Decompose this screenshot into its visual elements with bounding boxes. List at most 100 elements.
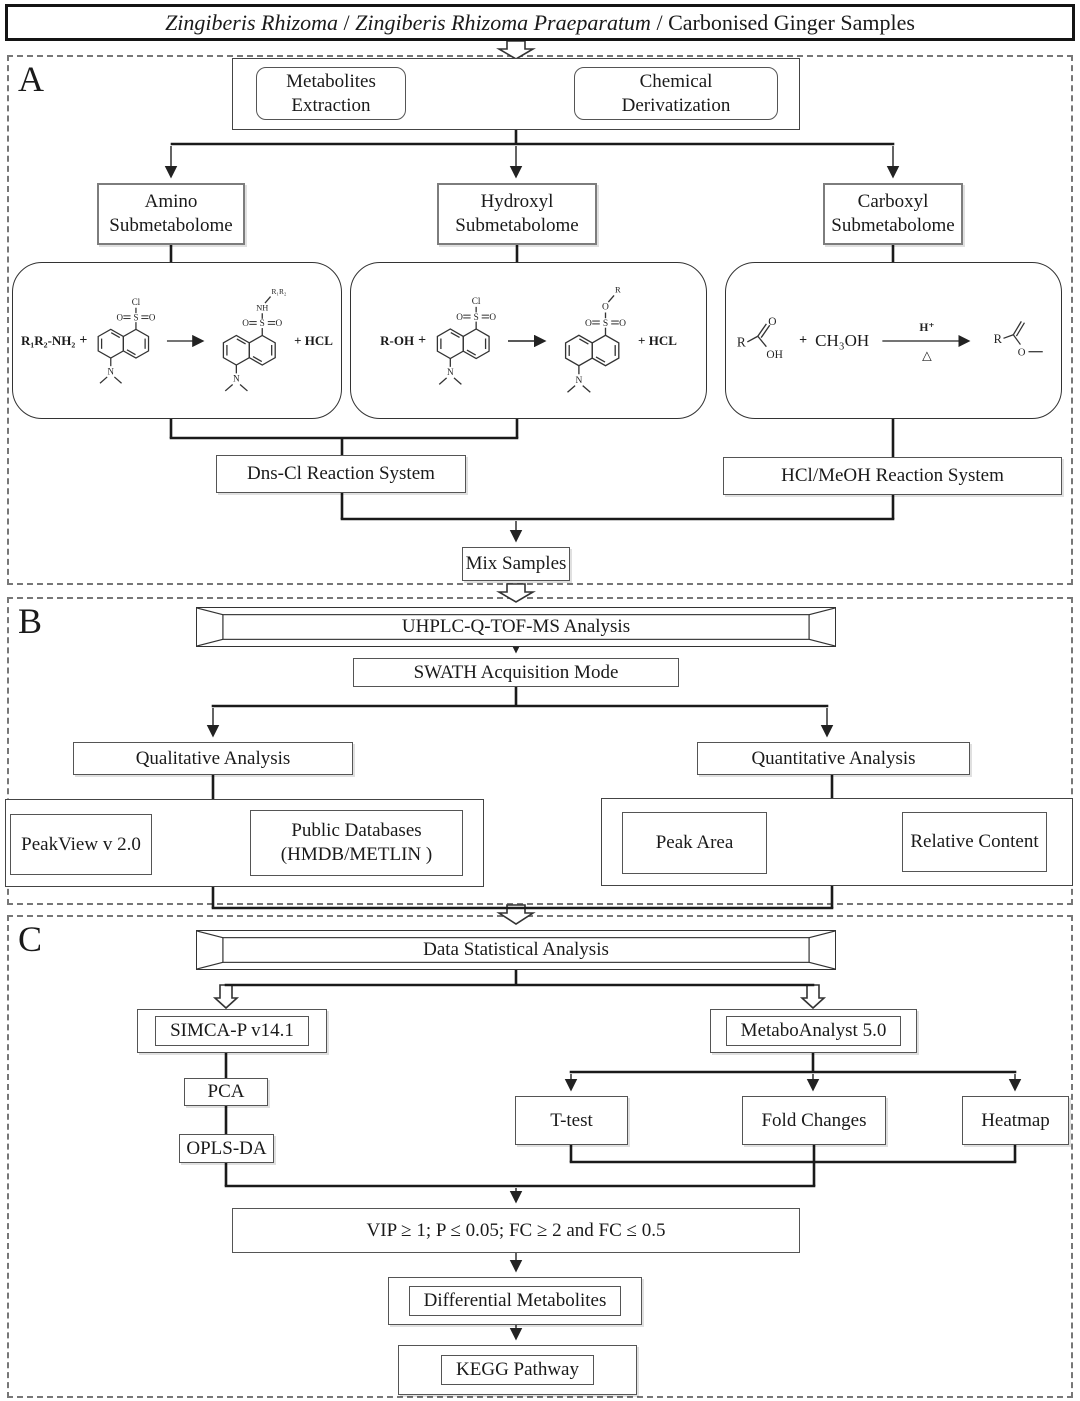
r-group: R bbox=[615, 284, 621, 294]
oxygen-atom: O bbox=[456, 311, 463, 321]
heatmap-label: Heatmap bbox=[981, 1109, 1050, 1131]
r-group: R bbox=[737, 334, 746, 349]
oxygen-atom: O bbox=[619, 318, 626, 328]
public-databases-box: Public Databases (HMDB/METLIN ) bbox=[250, 810, 463, 876]
peakview-box: PeakView v 2.0 bbox=[10, 814, 152, 875]
r-group: R bbox=[993, 331, 1002, 345]
simca-box: SIMCA-P v14.1 bbox=[137, 1009, 327, 1053]
dansyl-amide-structure: S O O NH R₁R₂ N bbox=[222, 286, 287, 391]
nitrogen-atom: N bbox=[447, 367, 454, 377]
methyl-ester-structure: R O bbox=[993, 320, 1043, 358]
data-statistical-analysis-banner: Data Statistical Analysis bbox=[196, 930, 836, 970]
dansyl-chloride-structure: S O O Cl N bbox=[97, 297, 156, 384]
title-latin-1: Zingiberis Rhizoma bbox=[165, 9, 339, 35]
pca-box: PCA bbox=[184, 1078, 268, 1106]
plus-sign: + bbox=[79, 332, 88, 348]
sulfur-atom: S bbox=[260, 319, 265, 329]
title-latin-2: Zingiberis Rhizoma Praeparatum bbox=[355, 9, 651, 35]
hcl-byproduct-label: + HCL bbox=[294, 332, 333, 348]
uhplc-analysis-banner: UHPLC-Q-TOF-MS Analysis bbox=[196, 607, 836, 647]
nh-group: NH bbox=[256, 303, 268, 312]
catalysed-reaction-arrow: H⁺ △ bbox=[882, 321, 971, 362]
t-test-label: T-test bbox=[550, 1109, 593, 1131]
amino-submetabolome-box: Amino Submetabolome bbox=[97, 183, 245, 245]
simca-label: SIMCA-P v14.1 bbox=[170, 1020, 294, 1041]
hcl-meoh-reaction-system-label: HCl/MeOH Reaction System bbox=[781, 465, 1004, 487]
nitrogen-atom: N bbox=[576, 375, 583, 385]
section-a-label: A bbox=[18, 59, 44, 99]
section-a-frame bbox=[7, 55, 1073, 585]
oxygen-atom: O bbox=[768, 315, 776, 327]
bevel-frame-decor bbox=[197, 931, 835, 969]
r-group: R₁R₂ bbox=[272, 286, 287, 295]
oxygen-atom: O bbox=[242, 319, 249, 329]
peak-area-box: Peak Area bbox=[622, 812, 767, 874]
reaction-arrow bbox=[167, 334, 205, 347]
chlorine-atom: Cl bbox=[132, 297, 141, 307]
mix-samples-label: Mix Samples bbox=[465, 553, 567, 575]
sulfur-atom: S bbox=[474, 311, 479, 321]
bevel-frame-decor bbox=[197, 608, 835, 646]
opls-da-box: OPLS-DA bbox=[179, 1134, 274, 1163]
qualitative-analysis-label: Qualitative Analysis bbox=[135, 747, 291, 769]
hydroxyl-reaction-box: R-OH + S O O Cl N S O O O R N + HCL bbox=[350, 262, 707, 419]
threshold-criteria-box: VIP ≥ 1; P ≤ 0.05; FC ≥ 2 and FC ≤ 0.5 bbox=[232, 1208, 800, 1253]
t-test-box: T-test bbox=[515, 1096, 628, 1145]
oxygen-atom: O bbox=[585, 318, 592, 328]
kegg-pathway-box: KEGG Pathway bbox=[398, 1345, 637, 1395]
relative-content-label: Relative Content bbox=[910, 831, 1039, 853]
oxygen-atom: O bbox=[602, 302, 609, 312]
oxygen-atom: O bbox=[276, 319, 283, 329]
hcl-byproduct-label: + HCL bbox=[638, 332, 677, 348]
title-plain: Carbonised Ginger Samples bbox=[668, 9, 915, 35]
dns-cl-reaction-system-box: Dns-Cl Reaction System bbox=[216, 455, 466, 493]
oxygen-atom: O bbox=[489, 311, 496, 321]
title-bar: Zingiberis Rhizoma / Zingiberis Rhizoma … bbox=[5, 4, 1075, 41]
public-databases-label: Public Databases bbox=[291, 820, 422, 842]
oxygen-atom: O bbox=[149, 312, 156, 322]
pca-label: PCA bbox=[207, 1081, 245, 1103]
plus-sign: + bbox=[418, 332, 427, 348]
dansyl-ester-structure: S O O O R N bbox=[564, 284, 626, 393]
hydroxyl-submetabolome-label: Hydroxyl Submetabolome bbox=[455, 191, 579, 236]
oxygen-atom: O bbox=[1017, 346, 1025, 358]
fold-changes-label: Fold Changes bbox=[761, 1109, 867, 1131]
carboxyl-submetabolome-box: Carboxyl Submetabolome bbox=[823, 183, 963, 245]
hydroxyl-group: OH bbox=[766, 349, 782, 361]
opls-da-label: OPLS-DA bbox=[186, 1137, 267, 1159]
nitrogen-atom: N bbox=[233, 374, 240, 384]
threshold-criteria-label: VIP ≥ 1; P ≤ 0.05; FC ≥ 2 and FC ≤ 0.5 bbox=[366, 1219, 666, 1241]
fold-changes-box: Fold Changes bbox=[742, 1096, 886, 1145]
amine-reactant-label: R₁R₂-NH₂ bbox=[21, 332, 76, 348]
metabolites-extraction-label: Metabolites Extraction bbox=[286, 70, 376, 116]
amino-reaction-box: R₁R₂-NH₂ + S O O Cl N S O O NH R₁R₂ N + … bbox=[12, 262, 342, 419]
title-separator: / bbox=[650, 9, 669, 35]
sulfur-atom: S bbox=[603, 318, 608, 328]
uhplc-analysis-label: UHPLC-Q-TOF-MS Analysis bbox=[401, 616, 631, 637]
methanol-label: CH₃OH bbox=[815, 330, 870, 350]
mix-samples-box: Mix Samples bbox=[462, 547, 570, 581]
dansyl-chloride-structure: S O O Cl N bbox=[436, 296, 496, 385]
reaction-arrow bbox=[508, 334, 547, 347]
carboxylic-acid-structure: R O OH bbox=[737, 315, 783, 361]
quantitative-analysis-box: Quantitative Analysis bbox=[697, 742, 970, 775]
section-b-frame bbox=[7, 597, 1073, 905]
alcohol-reactant-label: R-OH bbox=[380, 332, 415, 348]
public-databases-sublabel: (HMDB/METLIN ) bbox=[280, 844, 433, 865]
relative-content-box: Relative Content bbox=[902, 812, 1047, 872]
title-separator: / bbox=[338, 9, 356, 35]
heatmap-box: Heatmap bbox=[962, 1096, 1069, 1145]
chemical-derivatization-label: Chemical Derivatization bbox=[621, 70, 731, 116]
carboxyl-reaction-box: R O OH + CH₃OH H⁺ △ R O bbox=[725, 262, 1062, 419]
section-b-label: B bbox=[18, 601, 43, 641]
chemical-derivatization-box: Chemical Derivatization bbox=[574, 67, 778, 120]
kegg-pathway-label: KEGG Pathway bbox=[456, 1359, 579, 1380]
peak-area-label: Peak Area bbox=[655, 832, 734, 854]
section-c-label: C bbox=[18, 919, 43, 959]
swath-mode-label: SWATH Acquisition Mode bbox=[413, 661, 619, 683]
metaboanalyst-box: MetaboAnalyst 5.0 bbox=[710, 1009, 917, 1053]
heat-delta-symbol: △ bbox=[922, 348, 932, 362]
metaboanalyst-label: MetaboAnalyst 5.0 bbox=[740, 1020, 887, 1041]
